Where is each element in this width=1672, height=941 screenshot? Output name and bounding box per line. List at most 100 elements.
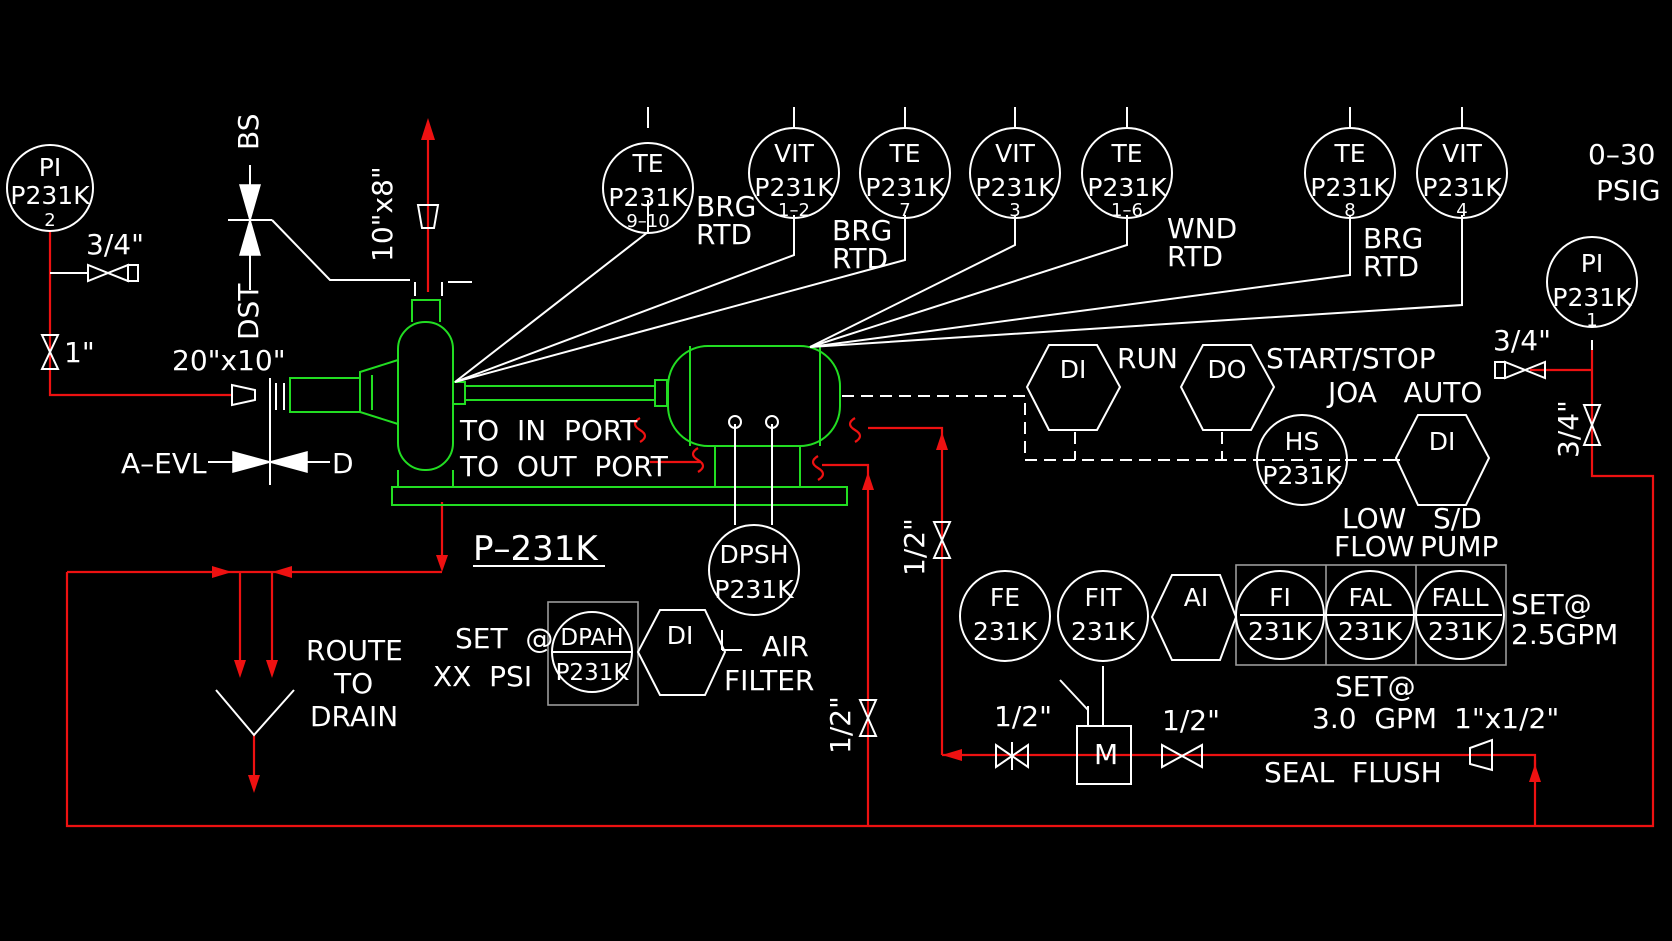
do-start-tag: DO (1208, 355, 1247, 384)
dpah-tag: DPAH (560, 625, 623, 651)
pi-right-id: P231K (1552, 283, 1632, 312)
instrument-bubbles (6, 127, 1638, 706)
vit-3-suffix: 3 (1009, 200, 1020, 221)
pump-tag-label: P–231K (473, 529, 599, 569)
range-line1: 0–30 (1588, 138, 1655, 171)
pi-left-id: P231K (10, 181, 90, 210)
low-flow-line2: FLOW (1334, 530, 1414, 563)
size-1x1-2-label: 1"x1/2" (1454, 702, 1559, 735)
vit-4-tag: VIT (1442, 139, 1482, 168)
vit-4-suffix: 4 (1456, 200, 1467, 221)
bs-label: BS (232, 114, 265, 151)
vit-1-2-id: P231K (754, 173, 834, 202)
vit-1-2-tag: VIT (774, 139, 814, 168)
set-gpm-30-line2: 3.0 GPM (1312, 702, 1437, 735)
te-9-10-suffix: 9–10 (626, 211, 669, 232)
pump-equipment (289, 299, 848, 506)
brg-rtd-3-line2: RTD (1363, 250, 1419, 283)
dpsh-id: P231K (714, 575, 794, 604)
low-flow-line1: LOW (1342, 502, 1406, 535)
vit-4-id: P231K (1422, 173, 1502, 202)
set-gpm-25-line1: SET@ (1511, 588, 1592, 621)
range-line2: PSIG (1596, 174, 1661, 207)
size-3-4-a-label: 3/4" (86, 228, 144, 261)
brg-rtd-2-line2: RTD (832, 242, 888, 275)
vit-3-id: P231K (975, 173, 1055, 202)
te-9-10-tag: TE (631, 149, 663, 178)
set-psi-line1: SET @ (455, 622, 553, 655)
fe-id: 231K (973, 617, 1038, 646)
fall-id: 231K (1428, 617, 1493, 646)
route-drain-line3: DRAIN (310, 700, 398, 733)
size-1-label: 1" (64, 336, 95, 369)
fal-id: 231K (1338, 617, 1403, 646)
te-8-suffix: 8 (1344, 200, 1355, 221)
fi-id: 231K (1248, 617, 1313, 646)
te-1-6-tag: TE (1110, 139, 1142, 168)
te-8-tag: TE (1333, 139, 1365, 168)
te-7-tag: TE (888, 139, 920, 168)
fit-tag: FIT (1084, 583, 1122, 612)
size-10x8-label: 10"x8" (366, 166, 399, 262)
fe-tag: FE (990, 583, 1020, 612)
hs-tag: HS (1285, 427, 1320, 456)
size-20x10-label: 20"x10" (172, 344, 286, 377)
hs-id: P231K (1262, 461, 1342, 490)
d-label: D (332, 447, 354, 480)
size-1-2-d-label: 1/2" (1162, 704, 1220, 737)
diagram-text: PI P231K 2 TE P231K 9–10 VIT P231K 1–2 T… (10, 139, 1632, 686)
wnd-rtd-line1: WND (1167, 212, 1237, 245)
di-sd-tag: DI (1429, 427, 1456, 456)
pi-left-tag: PI (39, 153, 61, 182)
di-run-tag: DI (1060, 355, 1087, 384)
to-in-port-label: TO IN PORT (459, 414, 638, 447)
start-stop-label: START/STOP (1266, 342, 1436, 375)
route-drain-line2: TO (333, 667, 373, 700)
set-gpm-25-line2: 2.5GPM (1511, 618, 1618, 651)
dst-label: DST (232, 283, 265, 340)
te-1-6-suffix: 1–6 (1111, 200, 1143, 221)
te-7-id: P231K (865, 173, 945, 202)
dpah-id: P231K (556, 660, 630, 686)
te-1-6-id: P231K (1087, 173, 1167, 202)
size-3-4-c-label: 3/4" (1552, 400, 1585, 458)
wnd-rtd-line2: RTD (1167, 240, 1223, 273)
brg-rtd-1-line1: BRG (696, 190, 756, 223)
to-out-port-label: TO OUT PORT (459, 450, 669, 483)
di-filter-tag: DI (667, 621, 694, 650)
size-1-2-b-label: 1/2" (824, 696, 857, 754)
annotation-text: BRG RTD BRG RTD WND RTD BRG RTD 0–30 PSI… (64, 114, 1661, 790)
te-7-suffix: 7 (899, 200, 910, 221)
fit-id: 231K (1071, 617, 1136, 646)
seal-flush-label: SEAL FLUSH (1264, 756, 1442, 789)
size-3-4-b-label: 3/4" (1493, 324, 1551, 357)
brg-rtd-1-line2: RTD (696, 218, 752, 251)
fall-tag: FALL (1431, 583, 1488, 612)
set-gpm-30-line1: SET@ (1335, 670, 1416, 703)
brg-rtd-2-line1: BRG (832, 214, 892, 247)
vit-1-2-suffix: 1–2 (778, 200, 810, 221)
sd-pump-line2: PUMP (1420, 530, 1498, 563)
pi-right-suffix: 1 (1586, 310, 1597, 331)
fi-tag: FI (1269, 583, 1291, 612)
air-filter-line1: AIR (762, 630, 809, 663)
te-8-id: P231K (1310, 173, 1390, 202)
ai-tag: AI (1184, 583, 1208, 612)
joa-auto-label: JOA AUTO (1326, 376, 1482, 409)
te-9-10-id: P231K (608, 183, 688, 212)
size-1-2-a-label: 1/2" (898, 518, 931, 576)
pi-left-suffix: 2 (44, 210, 55, 231)
set-psi-line2: XX PSI (433, 660, 532, 693)
brg-rtd-3-line1: BRG (1363, 222, 1423, 255)
process-piping (48, 118, 1655, 828)
fal-tag: FAL (1348, 583, 1391, 612)
route-drain-line1: ROUTE (306, 634, 403, 667)
dpsh-tag: DPSH (720, 540, 789, 569)
size-1-2-c-label: 1/2" (994, 700, 1052, 733)
air-filter-line2: FILTER (724, 664, 814, 697)
a-evl-label: A–EVL (121, 447, 207, 480)
pi-right-tag: PI (1581, 249, 1603, 278)
motor-label: M (1094, 738, 1118, 771)
vit-3-tag: VIT (995, 139, 1035, 168)
